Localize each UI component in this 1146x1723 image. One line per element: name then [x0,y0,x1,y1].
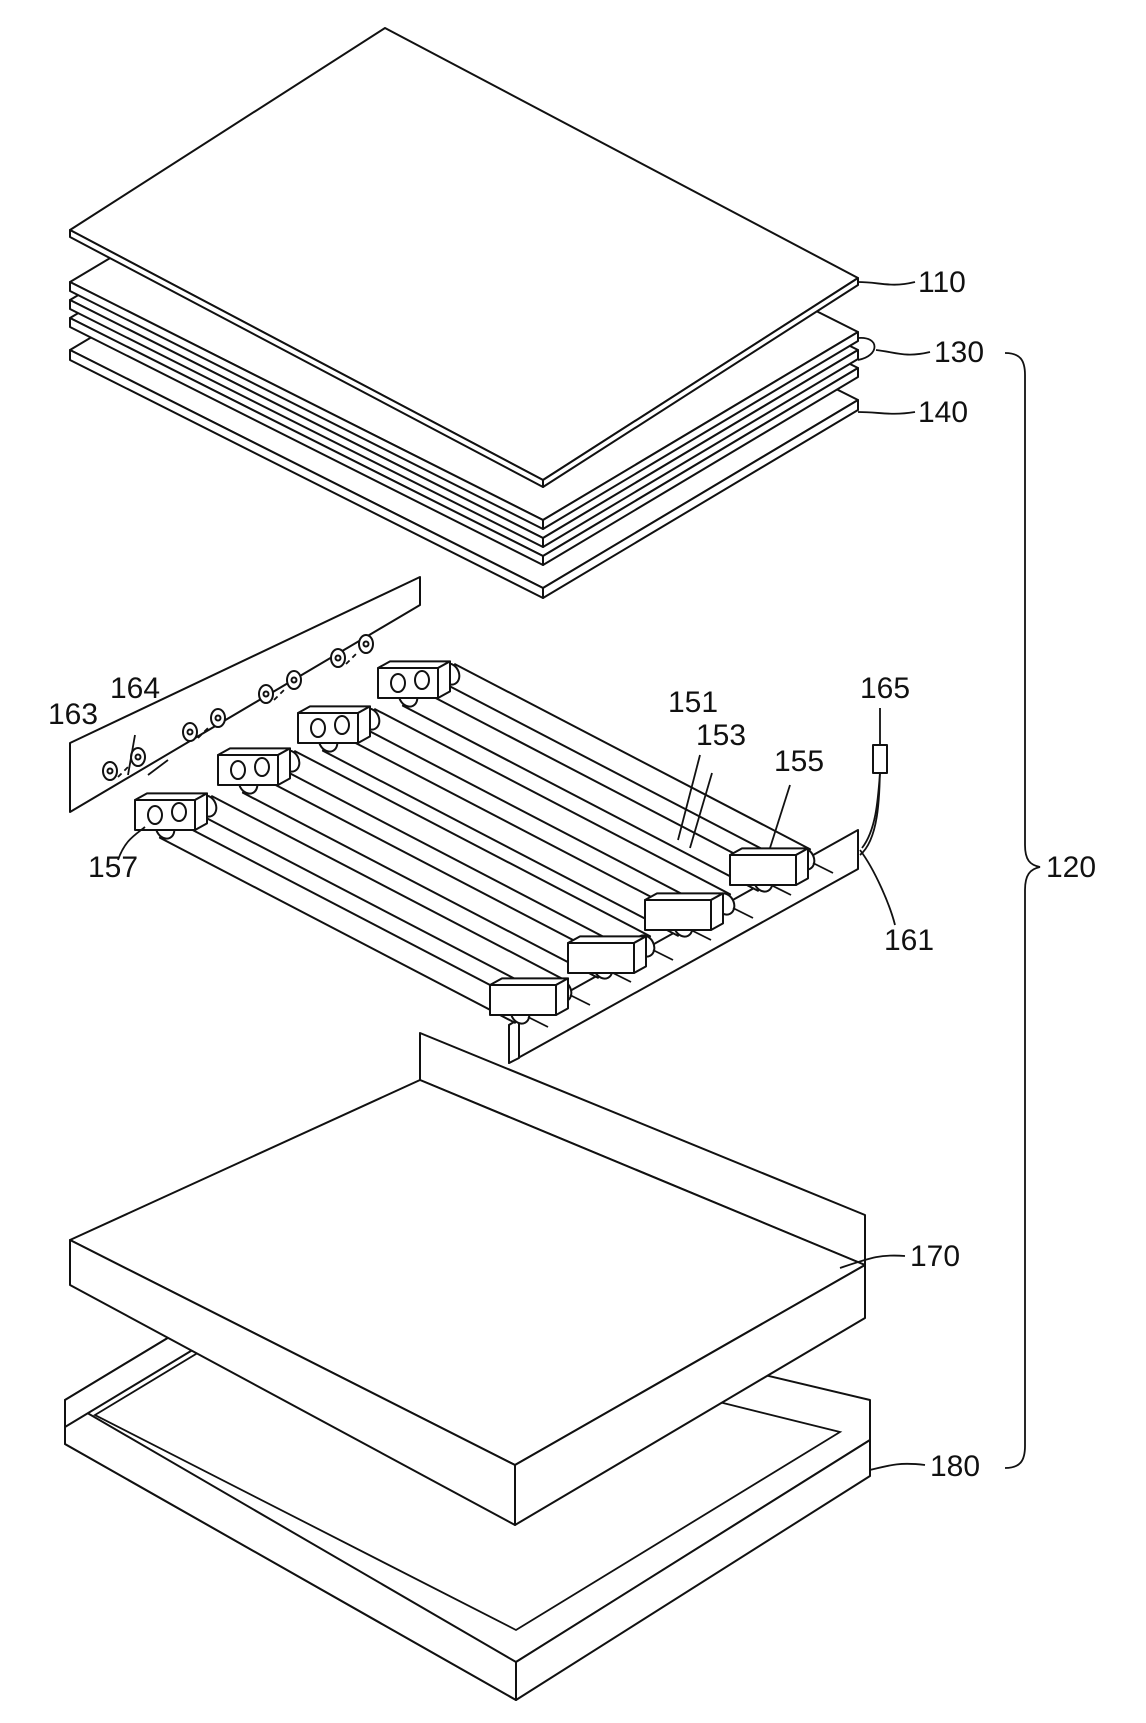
label-153: 153 [696,719,746,752]
lamp-holder-155 [490,978,568,1015]
label-130: 130 [934,336,984,369]
lamp-holder-157 [378,661,450,698]
lamp-holder-155 [730,848,808,885]
label-163: 163 [48,698,98,731]
lamp-holder-155-front [645,900,711,930]
lamp-holder-155 [645,893,723,930]
electrode-dot [136,755,141,760]
electrode-dot [264,692,269,697]
electrode-164 [259,685,273,703]
label-151: 151 [668,686,718,719]
lamp-holder-155-front [568,943,634,973]
electrode-dot [108,769,113,774]
electrode-164 [103,762,117,780]
lamp-holder-155 [568,936,646,973]
electrode-164 [287,671,301,689]
electrode-link [346,652,358,664]
label-180: 180 [930,1450,980,1483]
lamp-holder-155-side [556,978,568,1015]
lamp-holder-155-front [730,855,796,885]
lamp-holder-155-front [490,985,556,1015]
electrode-dot [188,730,193,735]
connector-165 [862,745,887,848]
lamp-holder-157 [298,706,370,743]
lamp-array [135,660,833,1027]
label-110: 110 [918,266,966,299]
label-120: 120 [1046,851,1096,884]
holder-socket [311,719,325,737]
electrode-164 [211,709,225,727]
lamp-holder-155-side [796,848,808,885]
lamp-holder-155-side [634,936,646,973]
lamp-holder-155-side [711,893,723,930]
label-157: 157 [88,851,138,884]
holder-socket [148,806,162,824]
lamp-holder-157-side [195,793,207,830]
holder-socket [415,671,429,689]
label-161: 161 [884,924,934,957]
label-155: 155 [774,745,824,778]
lamp-holder-157-side [438,661,450,698]
holder-socket [231,761,245,779]
holder-socket [255,758,269,776]
label-170: 170 [910,1240,960,1273]
label-140: 140 [918,396,968,429]
electrode-164 [183,723,197,741]
label-164: 164 [110,672,160,705]
lamp-holder-157 [135,793,207,830]
lamp-holder-157-side [278,748,290,785]
holder-socket [172,803,186,821]
holder-socket [391,674,405,692]
electrode-164 [359,635,373,653]
lamp-holder-157 [218,748,290,785]
label-165: 165 [860,672,910,705]
lamp-holder-157-side [358,706,370,743]
electrode-dot [364,642,369,647]
electrode-dot [216,716,221,721]
electrode-dot [292,678,297,683]
electrode-164 [331,649,345,667]
electrode-dot [336,656,341,661]
holder-socket [335,716,349,734]
